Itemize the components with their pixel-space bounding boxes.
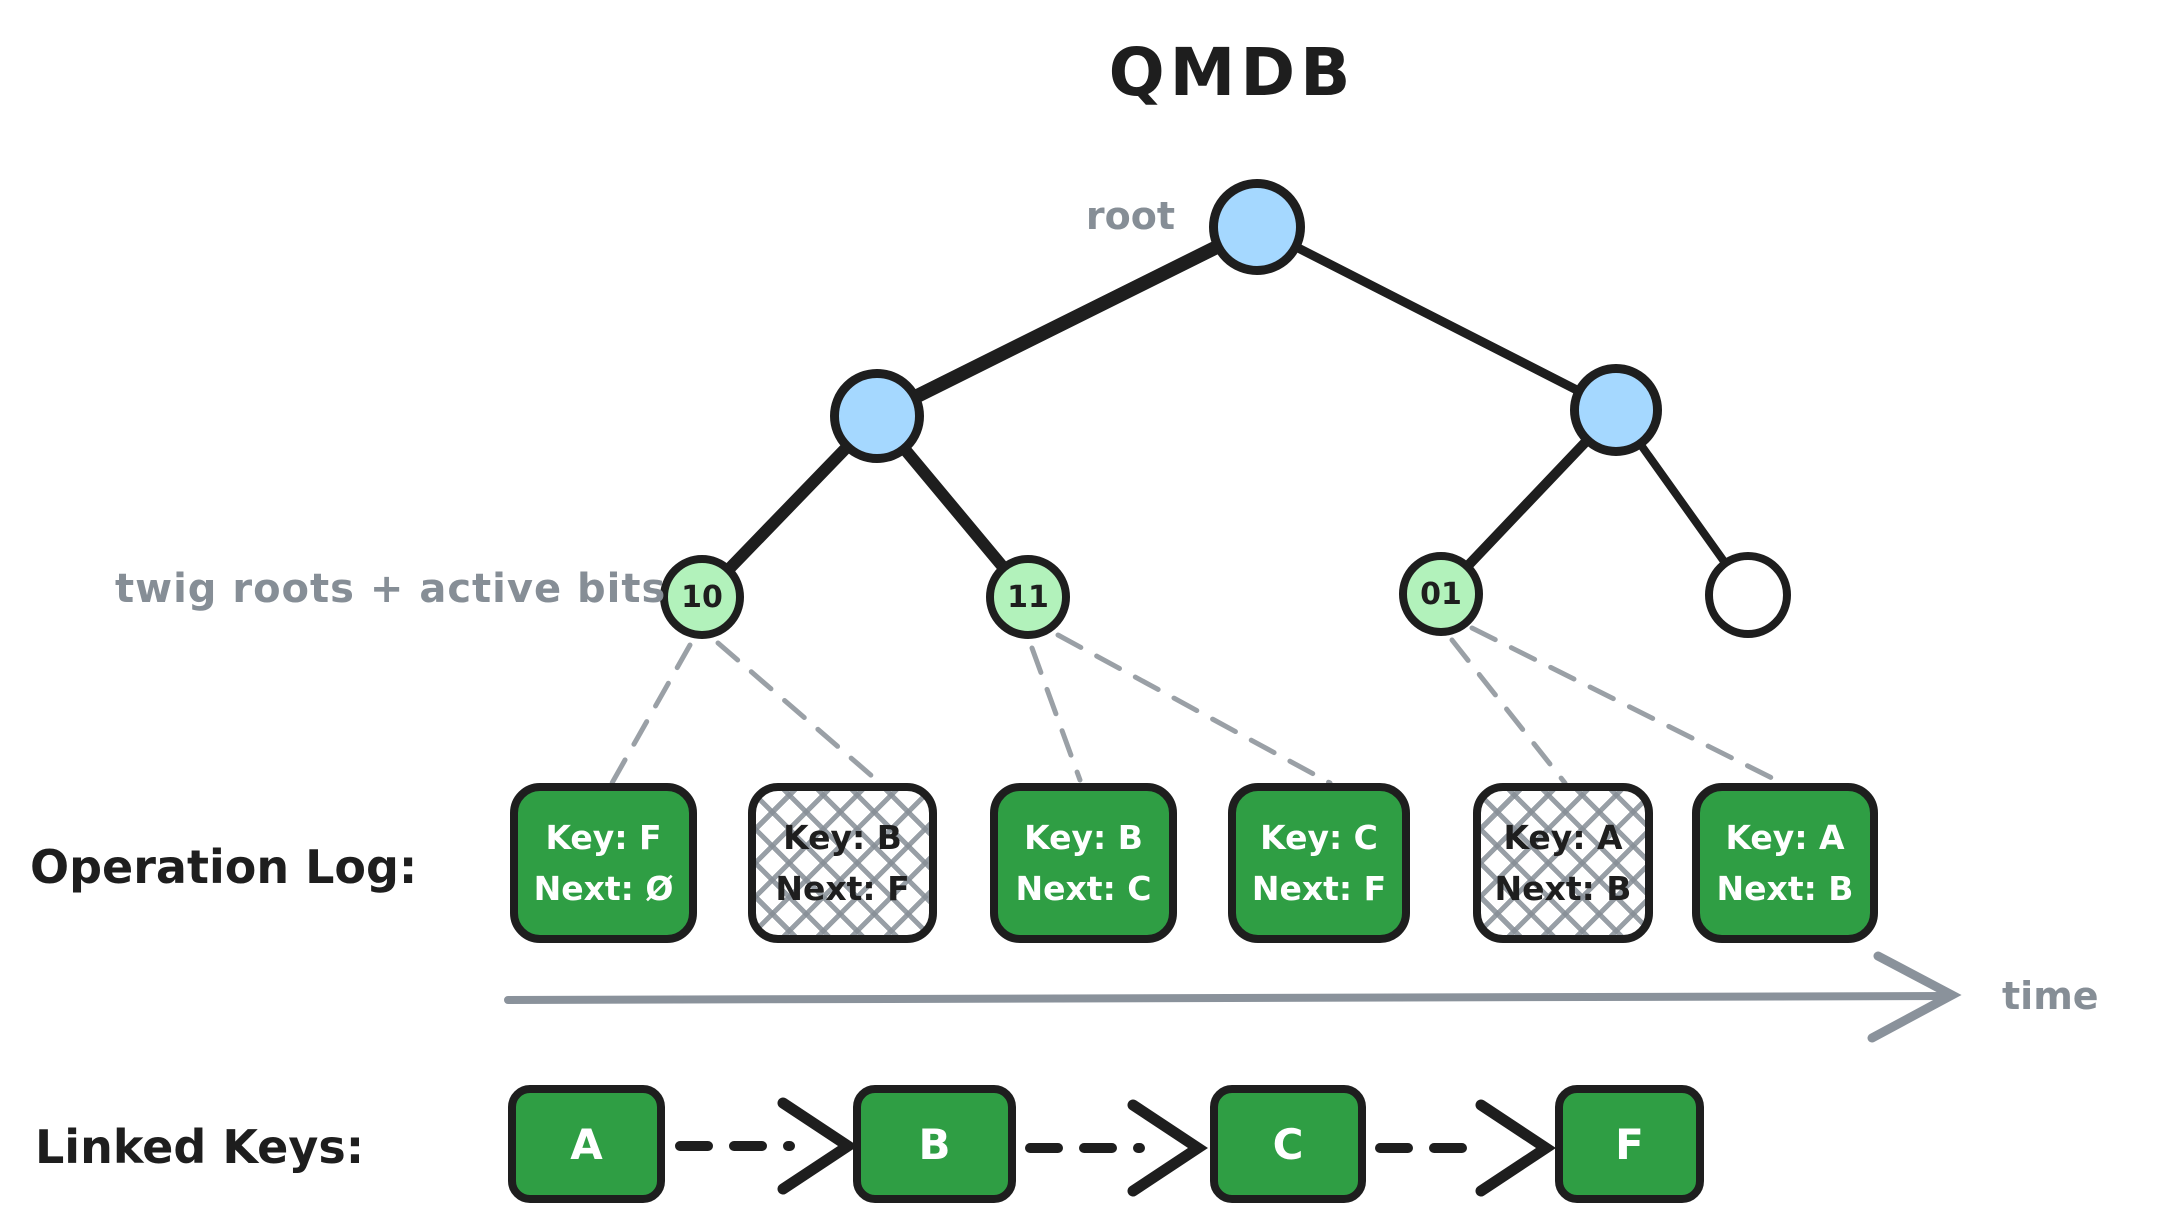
op-log-entry: Key: A Next: B [1692, 783, 1878, 943]
twig-node-01-label: 01 [1420, 576, 1462, 612]
diagram-title: QMDB [1108, 34, 1356, 111]
entry-key-line: Key: B [1024, 818, 1143, 857]
link-10-entry2 [715, 640, 883, 786]
entry-next-line: Next: Ø [533, 869, 674, 908]
arrow-C-F-head [1475, 1099, 1556, 1197]
linked-key-B: B [853, 1085, 1016, 1203]
entry-key-line: Key: B [783, 818, 902, 857]
edge-root-left [870, 220, 1264, 423]
entry-next-line: Next: B [1494, 869, 1632, 908]
entry-key-line: Key: F [545, 818, 662, 857]
linked-keys-label: Linked Keys: [35, 1120, 365, 1174]
entry-next-line: Next: C [1015, 869, 1152, 908]
arrow-A-B-head [777, 1097, 858, 1195]
twig-node-empty [1705, 552, 1791, 638]
twig-node-10: 10 [660, 555, 744, 639]
twig-node-11: 11 [986, 555, 1070, 639]
entry-key-line: Key: C [1260, 818, 1378, 857]
entry-next-line: Next: F [775, 869, 910, 908]
twig-node-01: 01 [1399, 552, 1483, 636]
root-annotation: root [1085, 194, 1175, 238]
op-log-entry: Key: C Next: F [1228, 783, 1410, 943]
time-axis-label: time [2002, 974, 2099, 1018]
op-log-entry-superseded: Key: A Next: B [1473, 783, 1653, 943]
entry-key-line: Key: A [1503, 818, 1623, 857]
edge-root-right [1252, 222, 1621, 415]
link-10-entry1 [609, 642, 693, 786]
time-arrowhead [1867, 951, 1962, 1043]
link-11-entry3 [1029, 645, 1083, 783]
linked-key-B-text: B [918, 1119, 951, 1169]
time-arrow [504, 951, 1962, 1043]
link-11-entry4 [1055, 632, 1333, 786]
operation-log-label: Operation Log: [30, 840, 418, 894]
internal-node-left [830, 369, 924, 463]
entry-next-line: Next: B [1716, 869, 1854, 908]
time-arrow-shaft [504, 992, 1952, 1004]
op-log-entry: Key: B Next: C [990, 783, 1177, 943]
op-log-entry-superseded: Key: B Next: F [748, 783, 937, 943]
arrow-B-C-head [1127, 1099, 1208, 1197]
twig-to-entry-links [609, 625, 1785, 786]
entry-key-line: Key: A [1725, 818, 1845, 857]
twig-roots-annotation: twig roots + active bits [115, 566, 667, 612]
linked-key-F-text: F [1615, 1119, 1644, 1169]
twig-node-10-label: 10 [681, 579, 723, 615]
link-01-entry6 [1469, 625, 1785, 786]
twig-node-11-label: 11 [1007, 579, 1049, 615]
op-log-entry: Key: F Next: Ø [510, 783, 697, 943]
linked-key-F: F [1555, 1085, 1704, 1203]
linked-key-arrows [675, 1097, 1556, 1197]
linked-key-A-text: A [570, 1119, 603, 1169]
linked-key-C: C [1210, 1085, 1366, 1203]
root-node [1209, 179, 1305, 275]
entry-next-line: Next: F [1251, 869, 1387, 908]
link-01-entry5 [1449, 637, 1568, 786]
linked-key-A: A [508, 1085, 665, 1203]
linked-key-C-text: C [1272, 1119, 1304, 1169]
internal-node-right [1570, 364, 1662, 456]
